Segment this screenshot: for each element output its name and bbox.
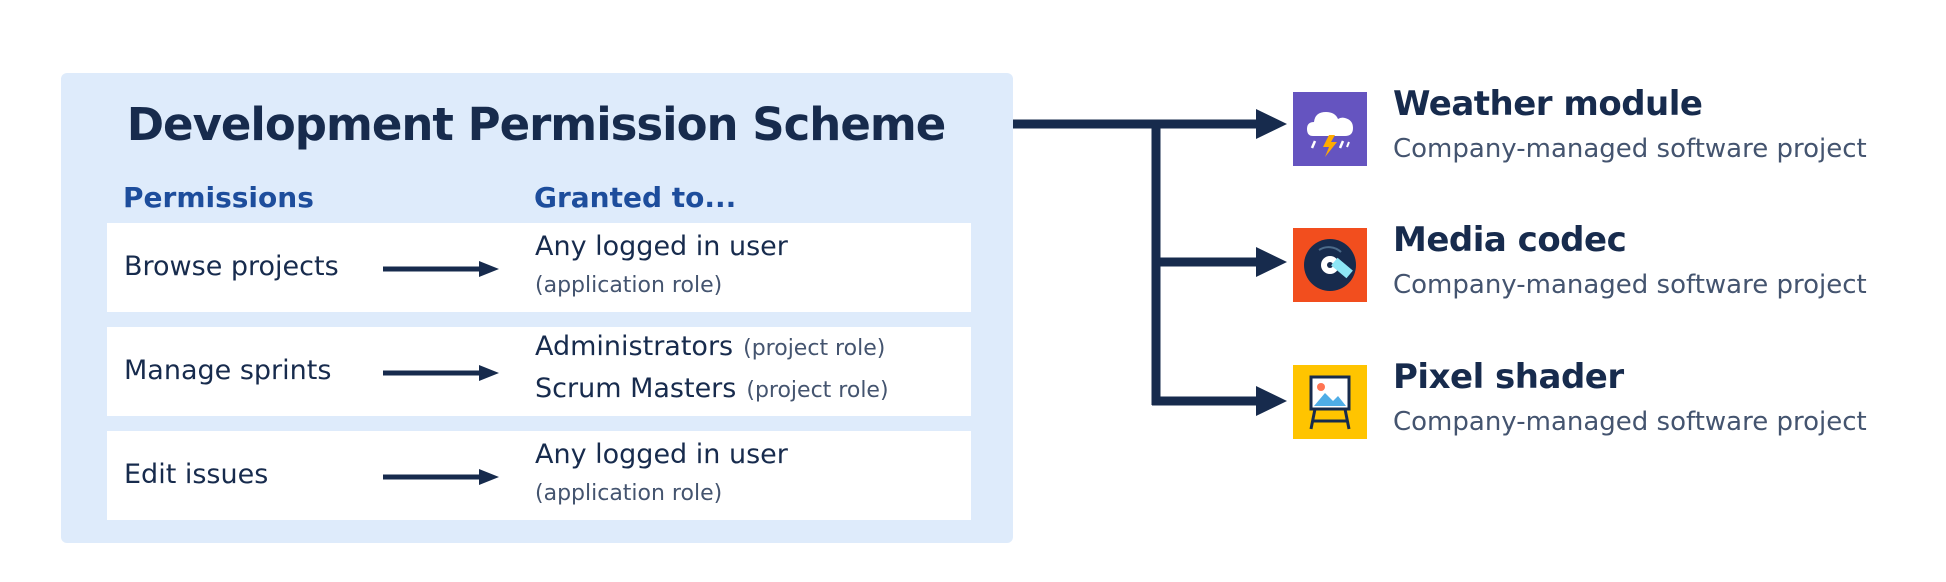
permission-name: Edit issues (124, 459, 269, 490)
project-type: Company-managed software project (1393, 270, 1867, 300)
project-type: Company-managed software project (1393, 134, 1867, 164)
grant-role: (project role) (746, 378, 889, 403)
grant-role: (project role) (743, 336, 886, 361)
row-arrow-icon (383, 261, 499, 277)
vinyl-disc-icon (1293, 228, 1367, 302)
project-name: Media codec (1393, 220, 1627, 260)
column-header-granted-to: Granted to... (534, 181, 737, 214)
project-type: Company-managed software project (1393, 407, 1867, 437)
scheme-title: Development Permission Scheme (126, 98, 947, 151)
column-header-permissions: Permissions (123, 181, 314, 214)
project-name: Weather module (1393, 84, 1703, 124)
project-weather-module[interactable]: Weather module Company-managed software … (1293, 84, 1933, 166)
project-name: Pixel shader (1393, 357, 1624, 397)
row-arrow-icon (383, 365, 499, 381)
weather-cloud-icon (1293, 92, 1367, 166)
permission-name: Browse projects (124, 251, 339, 282)
grant-name: Scrum Masters (535, 373, 737, 404)
easel-picture-icon (1293, 365, 1367, 439)
grant-name: Any logged in user (535, 439, 788, 470)
grant-role: (application role) (535, 273, 723, 298)
permission-scheme-panel: Development Permission Scheme Permission… (61, 73, 1013, 543)
project-pixel-shader[interactable]: Pixel shader Company-managed software pr… (1293, 357, 1933, 439)
connector-arrowhead-weather (1256, 109, 1287, 139)
permission-row-manage-sprints: Manage sprints Administrators (project ro… (107, 327, 971, 416)
permission-row-edit-issues: Edit issues Any logged in user (applicat… (107, 431, 971, 520)
grant-name: Administrators (535, 331, 734, 362)
grant-role: (application role) (535, 481, 723, 506)
grant-line: Administrators (project role) (535, 331, 885, 362)
connector-arrowhead-media (1256, 247, 1287, 277)
permission-row-browse-projects: Browse projects Any logged in user (appl… (107, 223, 971, 312)
connector-arrowhead-pixel (1256, 386, 1287, 416)
grant-line: Scrum Masters (project role) (535, 373, 889, 404)
project-media-codec[interactable]: Media codec Company-managed software pro… (1293, 220, 1933, 302)
grant-name: Any logged in user (535, 231, 788, 262)
permission-name: Manage sprints (124, 355, 332, 386)
row-arrow-icon (383, 469, 499, 485)
